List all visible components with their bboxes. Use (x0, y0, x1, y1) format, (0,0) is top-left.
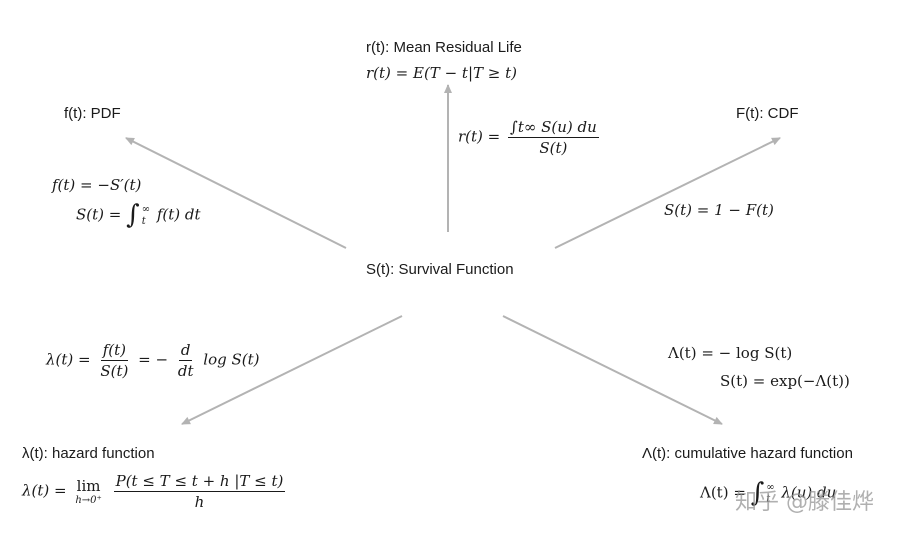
integral-symbol: ∫ (126, 200, 140, 230)
mrl-fraction-numerator: ∫t∞ S(u) du (508, 118, 599, 138)
cumhazard-integral-definition: Λ(t) = ∫∞t λ(u) du (700, 478, 836, 509)
pdf-label: f(t): PDF (64, 105, 121, 122)
pdf-integral-rhs: f(t) dt (156, 205, 201, 224)
cumhazard-def-rhs: λ(u) du (781, 483, 837, 502)
hazard-ratio-formula: λ(t) = f(t) S(t) = − d dt log S(t) (46, 341, 259, 380)
hazard-def-lhs: λ(t) = (22, 481, 67, 500)
integral-limits: ∞t (766, 481, 775, 505)
mrl-definition: r(t) = E(T − t|T ≥ t) (366, 64, 517, 82)
cumhazard-log-formula: Λ(t) = − log S(t) (668, 344, 793, 362)
hazard-limit-definition: λ(t) = lim h→0⁺ P(t ≤ T ≤ t + h |T ≤ t) … (22, 472, 288, 511)
derivative-denominator: dt (177, 362, 194, 380)
watermark: 知乎 @滕佳烨 (735, 490, 874, 515)
hazard-fraction-denominator: S(t) (100, 362, 129, 380)
pdf-integral-lhs: S(t) = (76, 205, 122, 224)
arrow-to-pdf (125, 137, 347, 249)
cdf-formula: S(t) = 1 − F(t) (664, 201, 774, 219)
limit-text: lim (76, 476, 101, 495)
arrow-to-hazard (181, 315, 403, 425)
mrl-formula-lhs: r(t) = (458, 127, 501, 146)
derivative-operator: d dt (176, 341, 196, 380)
cumhazard-def-lhs: Λ(t) = (700, 483, 746, 502)
hazard-fraction-numerator: f(t) (100, 341, 129, 361)
hazard-formula-mid: = − (138, 350, 169, 369)
hazard-formula-lhs: λ(t) = (46, 350, 91, 369)
hazard-formula-rhs: log S(t) (203, 350, 260, 369)
integral-symbol: ∫ (750, 478, 765, 508)
integral-limits: ∞t (141, 203, 151, 227)
arrow-to-cdf (554, 137, 781, 249)
hazard-def-numerator: P(t ≤ T ≤ t + h |T ≤ t) (113, 472, 286, 492)
hazard-fraction: f(t) S(t) (98, 341, 130, 380)
cumhazard-label: Λ(t): cumulative hazard function (642, 445, 853, 462)
pdf-derivative-formula: f(t) = −S′(t) (52, 176, 142, 194)
cdf-label: F(t): CDF (736, 105, 799, 122)
hazard-def-fraction: P(t ≤ T ≤ t + h |T ≤ t) h (113, 472, 286, 511)
mrl-integral-formula: r(t) = ∫t∞ S(u) du S(t) (458, 118, 602, 157)
limit-operator: lim h→0⁺ (75, 477, 101, 507)
derivative-numerator: d (178, 341, 193, 361)
hazard-label: λ(t): hazard function (22, 445, 155, 462)
limit-subscript: h→0⁺ (75, 494, 102, 506)
mrl-label: r(t): Mean Residual Life (366, 39, 522, 56)
mrl-fraction-denominator: S(t) (539, 139, 568, 157)
survival-function-label: S(t): Survival Function (366, 261, 514, 278)
cumhazard-exp-formula: S(t) = exp(−Λ(t)) (720, 372, 850, 390)
pdf-integral-formula: S(t) = ∫∞t f(t) dt (76, 200, 201, 231)
mrl-fraction: ∫t∞ S(u) du S(t) (508, 118, 599, 157)
arrow-to-cumhazard (502, 315, 723, 425)
hazard-def-denominator: h (194, 493, 205, 511)
